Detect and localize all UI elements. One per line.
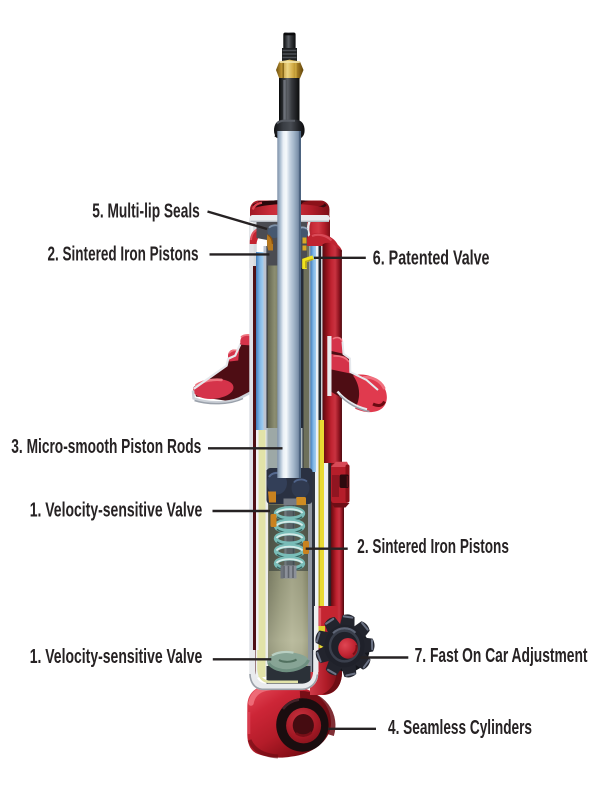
svg-text:2. Sintered Iron Pistons: 2. Sintered Iron Pistons bbox=[48, 243, 199, 265]
svg-text:5. Multi-lip Seals: 5. Multi-lip Seals bbox=[92, 200, 200, 222]
svg-text:2. Sintered Iron Pistons: 2. Sintered Iron Pistons bbox=[357, 536, 509, 558]
svg-text:6. Patented Valve: 6. Patented Valve bbox=[373, 248, 490, 270]
svg-text:3. Micro-smooth Piston Rods: 3. Micro-smooth Piston Rods bbox=[11, 436, 201, 458]
svg-text:1. Velocity-sensitive Valve: 1. Velocity-sensitive Valve bbox=[30, 646, 203, 668]
svg-text:1. Velocity-sensitive Valve: 1. Velocity-sensitive Valve bbox=[30, 500, 203, 522]
svg-text:4. Seamless Cylinders: 4. Seamless Cylinders bbox=[388, 717, 532, 739]
svg-text:7. Fast On Car Adjustment: 7. Fast On Car Adjustment bbox=[415, 645, 588, 667]
